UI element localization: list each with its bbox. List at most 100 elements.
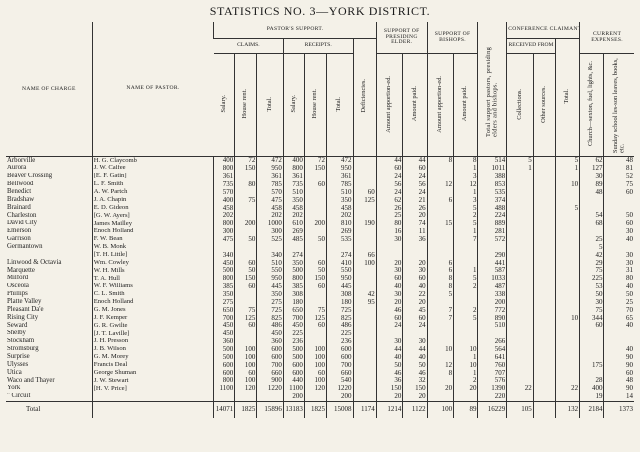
table-cell: 572 (477, 235, 507, 244)
received-from-header: RECEIVED FROM (506, 38, 556, 54)
table-cell: 440 (282, 377, 305, 385)
table-cell: 60 (303, 282, 327, 291)
table-cell (453, 329, 478, 338)
table-cell (352, 361, 377, 370)
pastor-name: G. R. Gwilte (91, 322, 214, 330)
table-cell: 485 (282, 235, 305, 244)
table-cell (554, 392, 580, 402)
table-cell: 300 (213, 227, 235, 236)
table-cell: 3 (453, 172, 478, 181)
table-cell: 180 (326, 298, 354, 307)
table-cell (554, 353, 580, 362)
table-cell: 60 (402, 164, 428, 173)
table-cell: 202 (326, 212, 354, 220)
table-cell (453, 337, 478, 346)
charge-name: Bellwood (7, 180, 34, 188)
table-cell (453, 259, 478, 268)
table-cell: 600 (282, 369, 305, 378)
table-cell (352, 384, 377, 393)
table-cell: 40 (603, 235, 634, 244)
table-cell: 50 (579, 290, 604, 299)
table-cell: 46 (375, 369, 403, 378)
table-cell: 785 (326, 180, 354, 189)
table-cell: 3 (453, 196, 478, 205)
pastor-name: W. H. Mills (91, 267, 214, 275)
table-cell: 12 (426, 361, 454, 370)
table-cell: 36 (375, 377, 403, 385)
table-cell (506, 329, 534, 338)
table-cell: 60 (234, 322, 257, 330)
table-cell (234, 204, 257, 213)
pastor-name: W. F. Williams (91, 282, 214, 291)
table-cell: 60 (303, 180, 327, 189)
table-cell: 60 (303, 259, 327, 268)
table-cell: 1390 (477, 384, 507, 393)
table-cell (303, 196, 327, 205)
table-cell (303, 172, 327, 181)
table-cell (532, 188, 556, 197)
charge-name: Emerson (7, 227, 32, 235)
table-cell (303, 392, 327, 402)
charge-name: Waco and Thayer (7, 377, 55, 384)
table-cell: 150 (375, 384, 403, 393)
table-cell: 65 (603, 314, 634, 323)
table-cell: 853 (477, 180, 507, 189)
table-cell: 24 (402, 188, 428, 197)
table-cell: 400 (213, 156, 235, 165)
table-cell: 500 (213, 353, 235, 362)
table-cell: 70 (603, 306, 634, 315)
table-cell (402, 251, 428, 260)
table-cell: 576 (477, 377, 507, 385)
statistics-table: NAME OF CHARGE NAME OF PASTOR. PASTOR'S … (6, 22, 634, 418)
table-cell: 6 (426, 267, 454, 275)
table-cell: 60 (303, 369, 327, 378)
pastor-name: Enoch Holland (91, 227, 214, 236)
table-cell: 458 (282, 204, 305, 213)
table-cell (426, 251, 454, 260)
col-bishops-paid: Amount paid. (453, 53, 478, 157)
table-cell: 25 (375, 212, 403, 220)
table-cell (352, 322, 377, 330)
table-cell: 570 (256, 188, 284, 197)
pastor-name: Francis Deal (91, 361, 214, 370)
table-cell: 72 (303, 156, 327, 165)
table-cell: 12 (426, 180, 454, 189)
table-cell: 21 (402, 196, 428, 205)
presiding-elder-header: SUPPORT OF PRESIDING ELDER. (375, 22, 428, 54)
table-cell: 60 (603, 369, 634, 378)
table-cell: 2 (453, 377, 478, 385)
table-cell (579, 204, 604, 213)
table-cell: 22 (402, 290, 428, 299)
table-cell: 30 (402, 337, 428, 346)
table-cell (532, 267, 556, 275)
charge-name: David City (7, 219, 38, 227)
table-cell (426, 188, 454, 197)
table-cell: 458 (326, 204, 354, 213)
table-cell: 44 (375, 345, 403, 354)
table-cell: 20 (402, 392, 428, 402)
table-cell: 74 (402, 219, 428, 228)
table-cell (532, 219, 556, 228)
table-cell: 800 (213, 219, 235, 228)
table-cell: 350 (213, 290, 235, 299)
table-cell: 22 (506, 384, 534, 393)
table-cell: 1 (506, 164, 534, 173)
table-cell: 1 (453, 188, 478, 197)
pastor-name: A. W. Partch (91, 188, 214, 197)
table-cell (234, 227, 257, 236)
pastor-name: J. F. Kemper (91, 314, 214, 323)
table-cell: 472 (326, 156, 354, 165)
table-cell: 5 (506, 156, 534, 165)
table-cell: 275 (213, 298, 235, 307)
table-cell (532, 369, 556, 378)
table-cell: 725 (256, 306, 284, 315)
total-cell: 1825 (303, 400, 327, 418)
table-cell: 361 (282, 172, 305, 181)
table-cell: 75 (234, 196, 257, 205)
table-cell (375, 243, 403, 252)
table-cell: 30 (603, 251, 634, 260)
pastor-name: J. B. Wilson (91, 345, 214, 354)
